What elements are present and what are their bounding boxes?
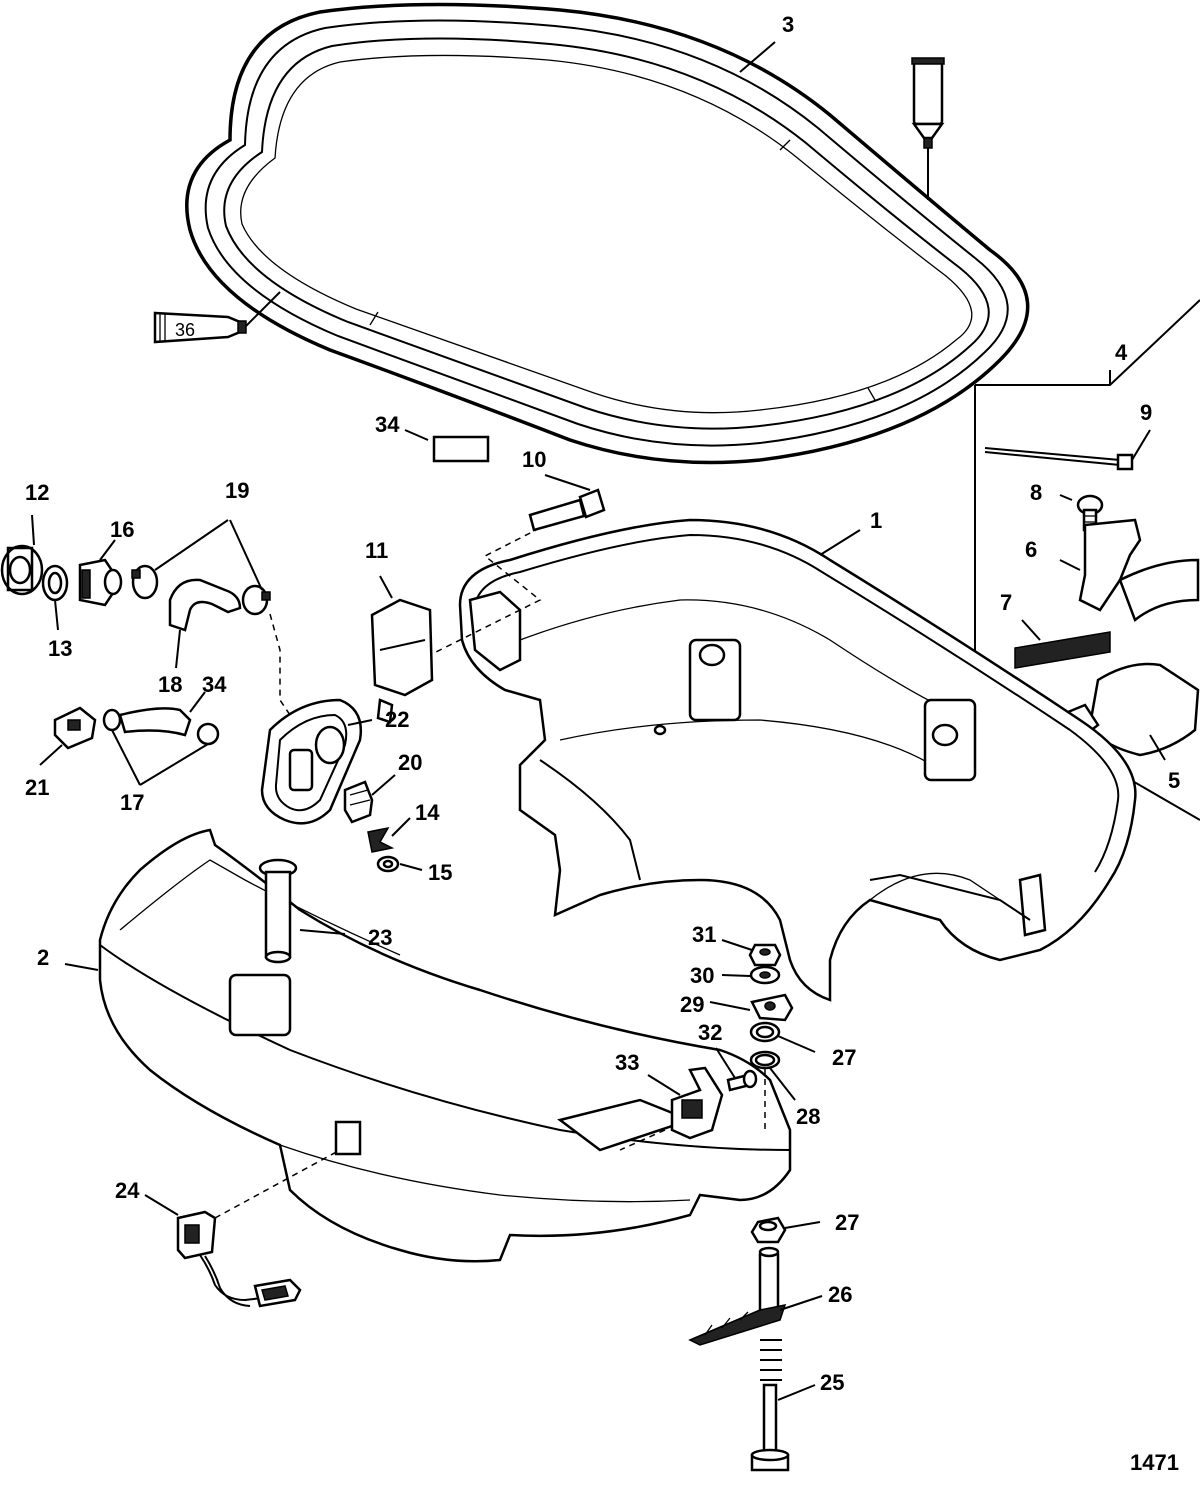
bolt-10 xyxy=(419,474,606,661)
callout-9: 9 xyxy=(1140,400,1152,425)
washer-15 xyxy=(376,855,423,873)
callout-12: 12 xyxy=(25,480,49,505)
figure-number: 1471 xyxy=(1130,1450,1179,1475)
screw-8 xyxy=(1059,494,1104,532)
callout-28: 28 xyxy=(796,1104,820,1129)
callout-15: 15 xyxy=(428,860,452,885)
callout-17: 17 xyxy=(120,790,144,815)
switch-24 xyxy=(144,1149,341,1308)
bolt-25 xyxy=(750,1339,816,1472)
callout-labels: 1 2 3 4 5 6 7 8 9 10 11 12 13 14 15 16 1… xyxy=(25,12,1180,1475)
callout-33: 33 xyxy=(615,1050,639,1075)
hose-assembly-18-19 xyxy=(131,519,301,731)
callout-18: 18 xyxy=(158,672,182,697)
seal-ring xyxy=(185,2,1030,465)
callout-27a: 27 xyxy=(832,1045,856,1070)
callout-7: 7 xyxy=(1000,590,1012,615)
clamp-half-upper xyxy=(1059,518,1200,623)
nut-31 xyxy=(721,939,782,967)
callout-8: 8 xyxy=(1030,480,1042,505)
callout-34a: 34 xyxy=(375,412,400,437)
callout-34b: 34 xyxy=(202,672,227,697)
callout-30: 30 xyxy=(690,963,714,988)
washer-28 xyxy=(749,1050,796,1130)
callout-1: 1 xyxy=(870,508,882,533)
sealant-tube-left: 36 xyxy=(153,291,281,344)
tube-23 xyxy=(258,858,346,964)
grommet-12 xyxy=(0,514,44,596)
o-ring-13 xyxy=(41,564,69,631)
fitting-20 xyxy=(343,774,396,824)
callout-20: 20 xyxy=(398,750,422,775)
label-34 xyxy=(404,429,490,463)
cowl-upper-half xyxy=(458,518,1137,1002)
callout-10: 10 xyxy=(522,447,546,472)
callout-27b: 27 xyxy=(835,1210,859,1235)
callout-31: 31 xyxy=(692,922,716,947)
latch-33 xyxy=(619,1066,724,1151)
callout-29: 29 xyxy=(680,992,704,1017)
callout-19: 19 xyxy=(225,478,249,503)
cable-tie xyxy=(984,429,1151,471)
pad-7 xyxy=(1014,619,1111,669)
cover-plate-22 xyxy=(260,698,373,825)
sealant-tube-top xyxy=(911,57,945,200)
bushing-27a xyxy=(749,1021,816,1053)
bracket-11 xyxy=(370,575,434,724)
callout-26: 26 xyxy=(828,1282,852,1307)
callout-5: 5 xyxy=(1168,768,1180,793)
callout-25: 25 xyxy=(820,1370,844,1395)
cowl-lower-half xyxy=(64,828,792,1263)
callout-11: 11 xyxy=(365,538,388,563)
tube-label: 36 xyxy=(175,320,195,340)
callout-32: 32 xyxy=(698,1020,722,1045)
screw-32 xyxy=(715,1047,758,1092)
lever-26 xyxy=(688,1246,823,1346)
callout-13: 13 xyxy=(48,636,72,661)
callout-4: 4 xyxy=(1115,340,1128,365)
callout-24: 24 xyxy=(115,1178,140,1203)
bracket-29 xyxy=(709,993,794,1022)
callout-16: 16 xyxy=(110,517,134,542)
callout-3: 3 xyxy=(782,12,794,37)
bushing-27b xyxy=(750,1216,821,1244)
washer-30 xyxy=(721,965,781,985)
callout-22: 22 xyxy=(385,707,409,732)
callout-23: 23 xyxy=(368,925,392,950)
fitting-16 xyxy=(78,539,123,607)
callout-6: 6 xyxy=(1025,537,1037,562)
clip-14 xyxy=(367,817,411,853)
hose-assembly-17-21-34 xyxy=(39,691,220,786)
callout-21: 21 xyxy=(25,775,49,800)
callout-2: 2 xyxy=(37,945,49,970)
callout-14: 14 xyxy=(415,800,440,825)
